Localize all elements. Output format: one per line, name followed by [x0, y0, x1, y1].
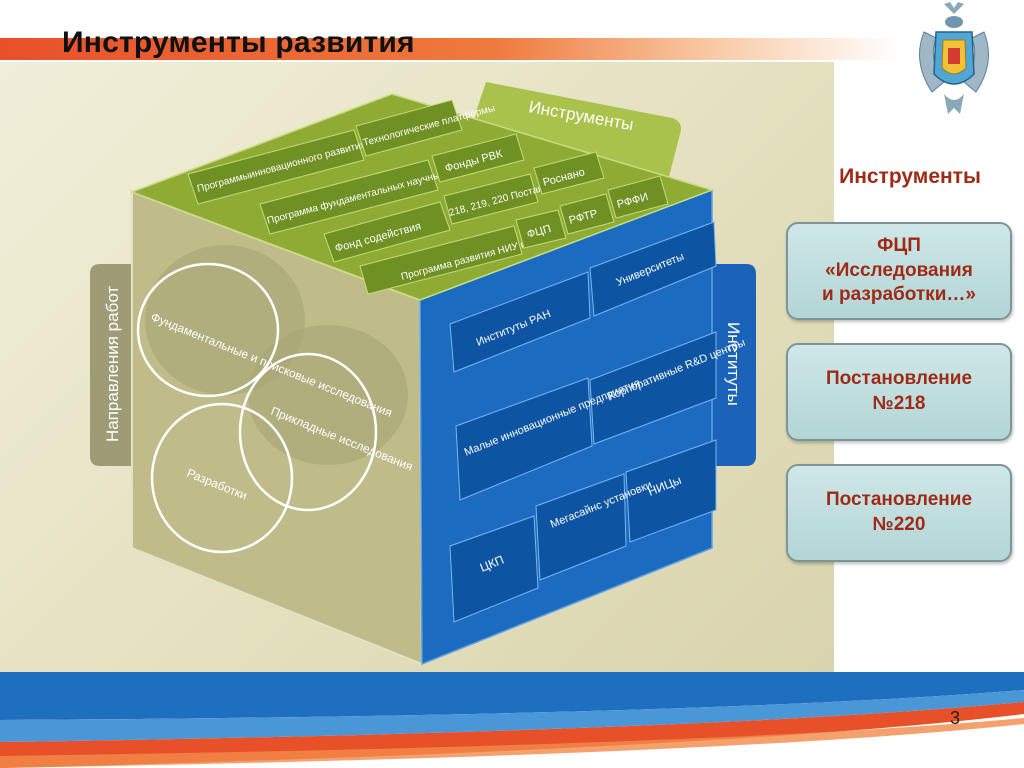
header-stripe	[0, 38, 900, 60]
circle-applied	[238, 352, 378, 512]
top-item-block	[259, 159, 439, 235]
top-item-block	[359, 225, 523, 295]
top-item-block	[355, 99, 463, 157]
front-block	[589, 221, 717, 317]
bottom-wave-decoration	[0, 672, 1024, 768]
circle-fundamental	[136, 262, 280, 398]
tools-cube-diagram: Направления работ Институты Инструменты …	[90, 82, 756, 666]
right-tab	[712, 264, 756, 466]
circle-shadow	[248, 325, 408, 465]
top-item-block	[431, 133, 525, 183]
right-tab-label: Институты	[724, 322, 743, 406]
top-item-block	[533, 151, 605, 195]
left-tab	[90, 264, 132, 466]
top-item-block	[559, 193, 615, 235]
front-block	[589, 331, 717, 445]
top-item-block	[323, 201, 451, 263]
cube-top-face	[129, 93, 715, 301]
front-block	[449, 515, 539, 623]
top-item-block	[515, 209, 567, 249]
circle-development	[150, 402, 294, 554]
tool-card-resolution-218: Постановление №218	[786, 343, 1012, 441]
sidebar-heading: Инструменты	[839, 165, 981, 188]
front-block	[535, 473, 627, 581]
top-item-block	[443, 173, 539, 225]
front-block	[625, 439, 717, 543]
left-tab-label: Направления работ	[103, 286, 122, 442]
tool-card-resolution-220: Постановление №220	[786, 464, 1012, 562]
top-item-block	[187, 129, 365, 205]
page-number: 3	[950, 708, 961, 728]
slide-title: Инструменты развития	[62, 26, 415, 59]
front-block	[455, 377, 593, 501]
coat-of-arms-icon	[919, 2, 989, 114]
tool-card-fcp: ФЦП «Исследования и разработки…»	[786, 222, 1012, 320]
front-block	[449, 271, 591, 373]
top-item-block	[607, 175, 669, 219]
